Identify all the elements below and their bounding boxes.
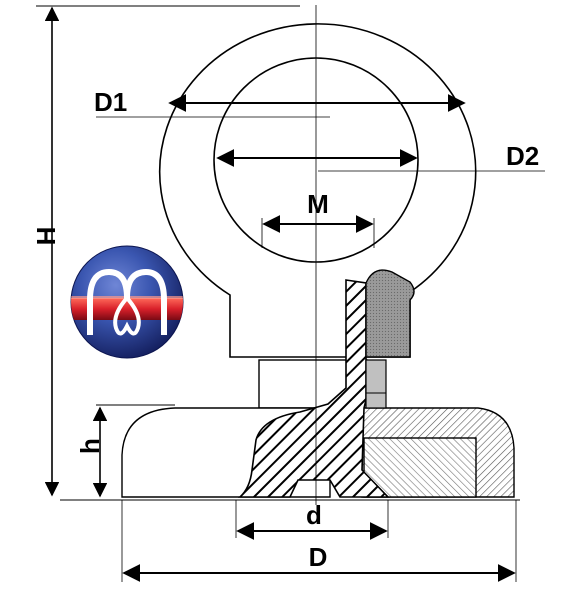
- m-loop-logo-icon: [70, 245, 184, 359]
- dimension-D1: D1: [94, 87, 466, 118]
- bolt-section: [237, 279, 390, 498]
- label-D2: D2: [506, 141, 539, 171]
- label-d: d: [306, 500, 322, 530]
- label-D: D: [309, 542, 328, 572]
- dimension-d: d: [235, 500, 389, 540]
- dimension-M: M: [261, 189, 375, 248]
- label-D1: D1: [94, 87, 127, 117]
- dimension-h: h: [75, 404, 175, 498]
- dimension-H: H: [31, 5, 300, 497]
- dimension-D2: D2: [216, 141, 545, 172]
- magnet-core: [363, 437, 477, 498]
- label-h: h: [75, 438, 105, 454]
- label-M: M: [307, 189, 329, 219]
- ring-section-grey: [365, 269, 415, 358]
- dimension-D: D: [121, 500, 517, 582]
- thread-insert: [365, 359, 387, 409]
- label-H: H: [31, 227, 61, 246]
